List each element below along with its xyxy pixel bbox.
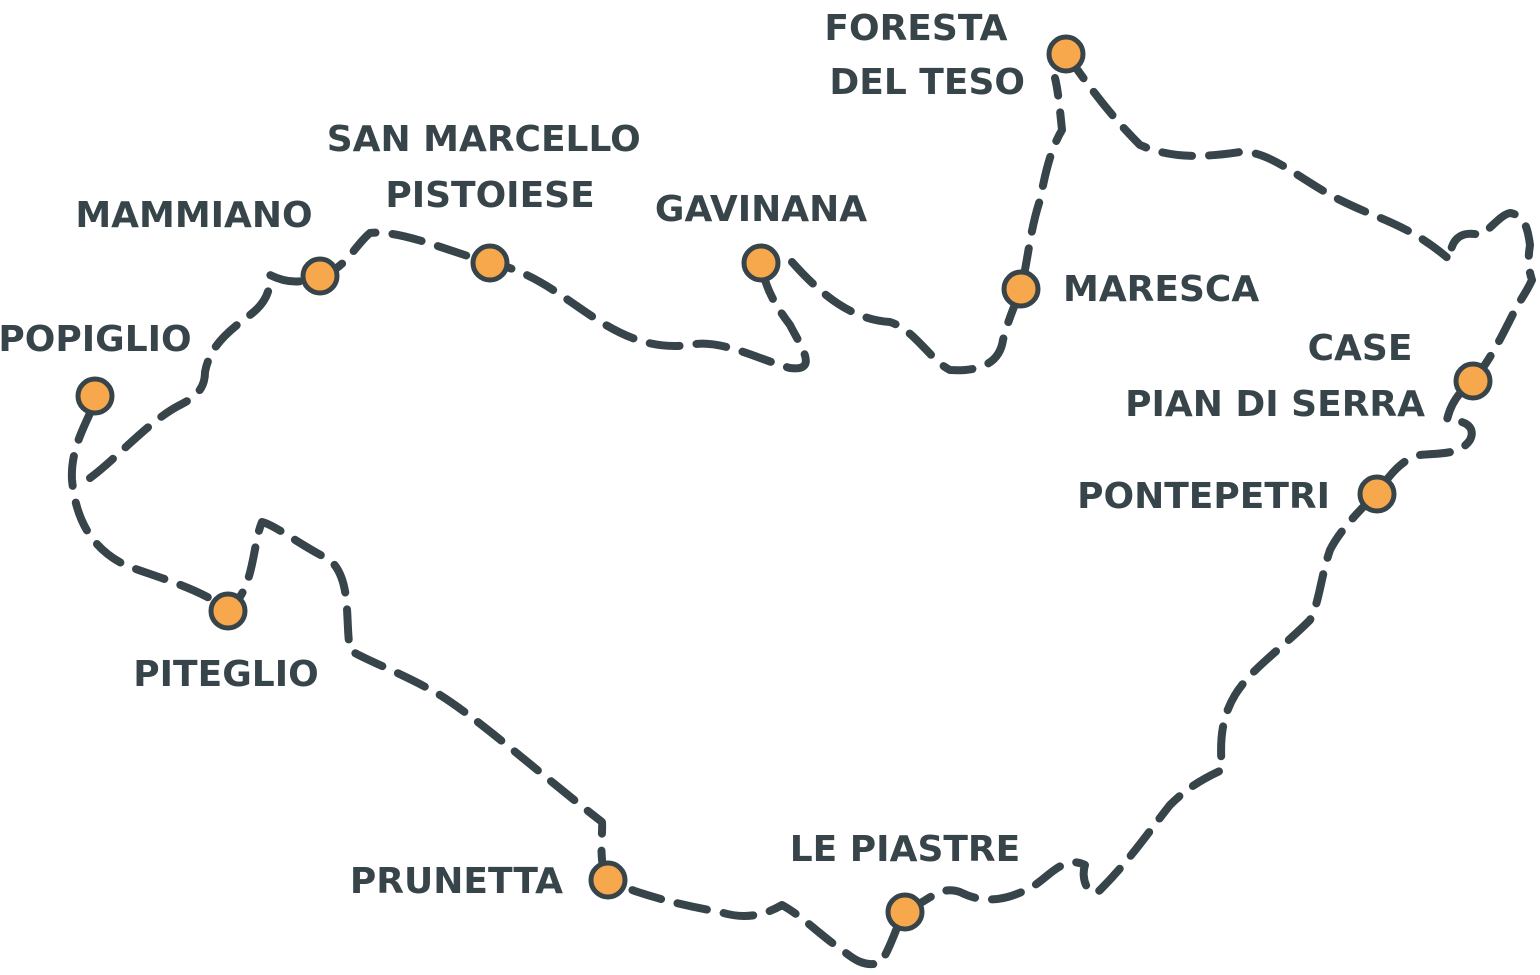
place-label-popiglio: POPIGLIO <box>0 319 192 360</box>
stop-marker-case-pian-di-serra <box>1453 361 1493 401</box>
stop-marker-piteglio <box>208 591 248 631</box>
stop-marker-prunetta <box>588 860 628 900</box>
stop-marker-pontepetri <box>1357 474 1397 514</box>
stop-marker-le-piastre <box>885 892 925 932</box>
place-label-piteglio: PITEGLIO <box>133 654 318 695</box>
stop-marker-san-marcello-pistoiese <box>470 243 510 283</box>
stop-marker-mammiano <box>300 256 340 296</box>
place-label-san-marcello-pistoiese: SAN MARCELLO PISTOIESE <box>327 119 654 216</box>
stop-marker-maresca <box>1001 269 1041 309</box>
place-label-prunetta: PRUNETTA <box>350 861 563 902</box>
place-label-maresca: MARESCA <box>1063 269 1259 310</box>
place-label-pontepetri: PONTEPETRI <box>1077 476 1330 517</box>
place-label-mammiano: MAMMIANO <box>75 195 312 236</box>
stop-marker-foresta-del-teso <box>1046 34 1086 74</box>
stop-marker-gavinana <box>741 243 781 283</box>
place-label-foresta-del-teso: FORESTA DEL TESO <box>824 8 1025 103</box>
stop-marker-popiglio <box>75 376 115 416</box>
trail-route <box>67 50 1536 969</box>
place-label-le-piastre: LE PIASTRE <box>790 829 1021 870</box>
place-label-gavinana: GAVINANA <box>655 189 867 230</box>
place-label-case-pian-di-serra: CASE PIAN DI SERRA <box>1125 328 1425 425</box>
